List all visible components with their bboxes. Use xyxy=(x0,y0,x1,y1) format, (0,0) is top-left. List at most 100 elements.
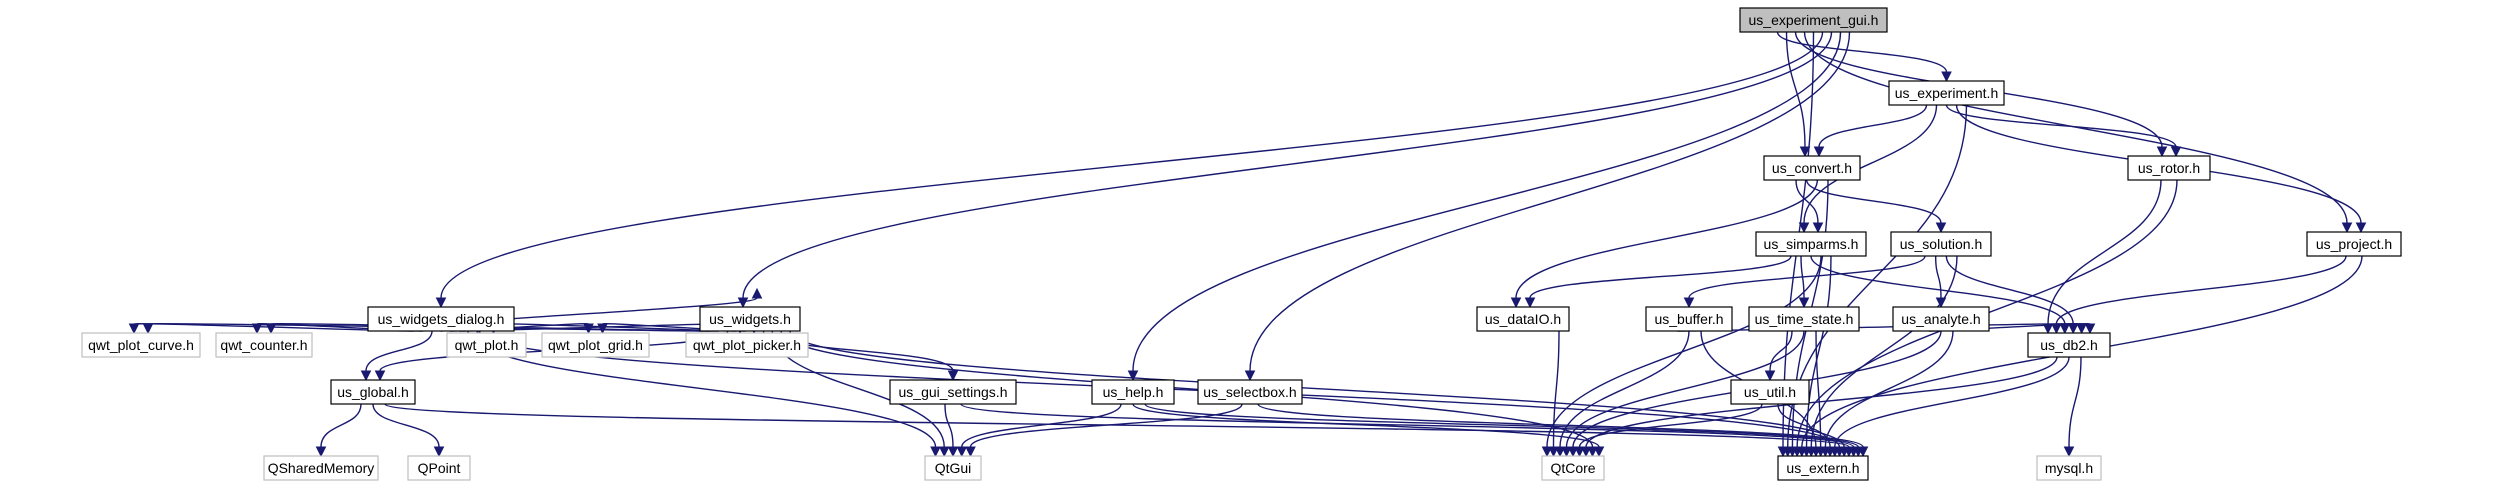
edge-line xyxy=(1559,330,1690,448)
node-box xyxy=(1091,379,1175,405)
edge-us-help-h-to-us-extern-h xyxy=(1144,403,1864,458)
arrowhead-icon xyxy=(2067,323,2079,335)
node-label: qwt_plot_curve.h xyxy=(88,337,194,353)
edge-us-experiment-gui-h-to-us-help-h xyxy=(1127,31,1842,382)
node-us-analyte-h[interactable]: us_analyte.h xyxy=(1892,306,1990,332)
node-us-buffer-h[interactable]: us_buffer.h xyxy=(1645,306,1733,332)
edge-us-experiment-gui-h-to-us-project-h xyxy=(1803,31,2353,234)
node-us-gui-settings-h[interactable]: us_gui_settings.h xyxy=(889,379,1017,405)
edge-line xyxy=(2055,255,2347,325)
arrowhead-icon xyxy=(1554,446,1566,458)
node-label: us_time_state.h xyxy=(1755,311,1854,327)
arrowhead-icon xyxy=(1764,370,1776,382)
edge-line xyxy=(969,403,1243,448)
node-label: us_global.h xyxy=(337,384,409,400)
node-qtcore: QtCore xyxy=(1541,455,1605,481)
arrowhead-icon xyxy=(1813,146,1825,158)
edge-us-simparms-h-to-us-time-state-h xyxy=(1798,255,1810,309)
edge-line xyxy=(1776,31,1948,73)
node-qsharedmemory: QSharedMemory xyxy=(263,455,379,481)
edge-line xyxy=(320,403,362,448)
edge-line xyxy=(1810,255,2066,325)
edge-line xyxy=(789,330,1845,448)
node-box xyxy=(2027,332,2111,358)
node-box xyxy=(1739,7,1888,33)
node-us-widgets-h[interactable]: us_widgets.h xyxy=(699,306,801,332)
node-label: us_rotor.h xyxy=(2138,160,2200,176)
node-label: us_experiment_gui.h xyxy=(1749,12,1879,28)
node-qwt-plot-picker-h: qwt_plot_picker.h xyxy=(685,332,809,358)
edge-us-help-h-to-qtgui xyxy=(956,403,1122,458)
arrowhead-icon xyxy=(1587,446,1598,458)
arrowhead-icon xyxy=(1799,146,1811,158)
node-us-selectbox-h[interactable]: us_selectbox.h xyxy=(1197,379,1303,405)
edge-us-buffer-h-to-qtcore xyxy=(1554,330,1690,458)
arrowhead-icon xyxy=(2063,446,2075,458)
arrowhead-icon xyxy=(1580,446,1592,458)
node-box xyxy=(81,332,201,358)
edge-us-global-h-to-qpoint xyxy=(372,403,445,458)
node-us-convert-h[interactable]: us_convert.h xyxy=(1763,155,1861,181)
edge-line xyxy=(1815,330,1822,448)
node-box xyxy=(2036,455,2102,481)
node-us-simparms-h[interactable]: us_simparms.h xyxy=(1755,231,1867,257)
arrowhead-icon xyxy=(930,446,941,458)
node-box xyxy=(1892,306,1990,332)
arrowhead-icon xyxy=(1593,446,1605,458)
node-us-dataio-h[interactable]: us_dataIO.h xyxy=(1476,306,1570,332)
node-us-experiment-gui-h[interactable]: us_experiment_gui.h xyxy=(1739,7,1888,33)
arrowhead-icon xyxy=(374,370,386,382)
node-us-rotor-h[interactable]: us_rotor.h xyxy=(2127,155,2211,181)
node-us-util-h[interactable]: us_util.h xyxy=(1730,379,1810,405)
node-us-solution-h[interactable]: us_solution.h xyxy=(1890,231,1992,257)
arrowhead-icon xyxy=(947,370,959,382)
arrowhead-icon xyxy=(1127,370,1139,382)
node-label: us_solution.h xyxy=(1900,236,1983,252)
node-us-help-h[interactable]: us_help.h xyxy=(1091,379,1175,405)
node-label: qwt_plot.h xyxy=(455,337,519,353)
node-label: QtGui xyxy=(935,460,972,476)
arrowhead-icon xyxy=(1857,446,1869,458)
node-box xyxy=(1476,306,1570,332)
arrowhead-icon xyxy=(938,446,950,458)
arrowhead-icon xyxy=(751,287,763,299)
edge-line xyxy=(1810,255,1958,448)
node-us-db2-h[interactable]: us_db2.h xyxy=(2027,332,2111,358)
node-box xyxy=(1755,231,1867,257)
node-label: QPoint xyxy=(418,460,461,476)
edge-us-time-state-h-to-us-util-h xyxy=(1764,330,1793,382)
edge-line xyxy=(1824,330,1954,448)
node-label: us_extern.h xyxy=(1786,460,1859,476)
node-us-global-h[interactable]: us_global.h xyxy=(330,379,416,405)
edge-us-selectbox-h-to-us-extern-h xyxy=(1257,403,1869,458)
node-layer: us_experiment_gui.h us_experiment.h us_con… xyxy=(81,7,2402,481)
edge-line xyxy=(1945,104,2177,148)
edge-line xyxy=(1769,330,1793,372)
arrowhead-icon xyxy=(265,323,277,335)
node-us-project-h[interactable]: us_project.h xyxy=(2306,231,2402,257)
node-qwt-plot-curve-h: qwt_plot_curve.h xyxy=(81,332,201,358)
edge-us-buffer-h-to-us-db2-h xyxy=(1676,323,2087,335)
arrowhead-icon xyxy=(2156,146,2168,158)
edge-line xyxy=(365,330,433,372)
node-box xyxy=(685,332,809,358)
node-us-time-state-h[interactable]: us_time_state.h xyxy=(1748,306,1860,332)
arrowhead-icon xyxy=(1524,297,1536,309)
edge-us-experiment-gui-h-to-us-widgets-h xyxy=(737,31,1833,309)
node-label: us_experiment.h xyxy=(1895,85,1999,101)
node-us-widgets-dialog-h[interactable]: us_widgets_dialog.h xyxy=(367,306,515,332)
edge-line xyxy=(1257,403,1864,448)
arrowhead-icon xyxy=(1548,446,1559,458)
edge-line xyxy=(1934,255,1942,299)
arrowhead-icon xyxy=(433,446,445,458)
node-box xyxy=(1541,455,1605,481)
edge-line xyxy=(1515,179,1819,299)
edge-us-global-h-to-qsharedmemory xyxy=(315,403,362,458)
node-us-experiment-h[interactable]: us_experiment.h xyxy=(1888,80,2005,106)
arrowhead-icon xyxy=(2059,323,2071,335)
arrowhead-icon xyxy=(2355,222,2367,234)
node-us-extern-h[interactable]: us_extern.h xyxy=(1777,455,1869,481)
arrowhead-icon xyxy=(1574,446,1585,458)
node-label: us_project.h xyxy=(2316,236,2392,252)
arrowhead-icon xyxy=(1561,446,1572,458)
